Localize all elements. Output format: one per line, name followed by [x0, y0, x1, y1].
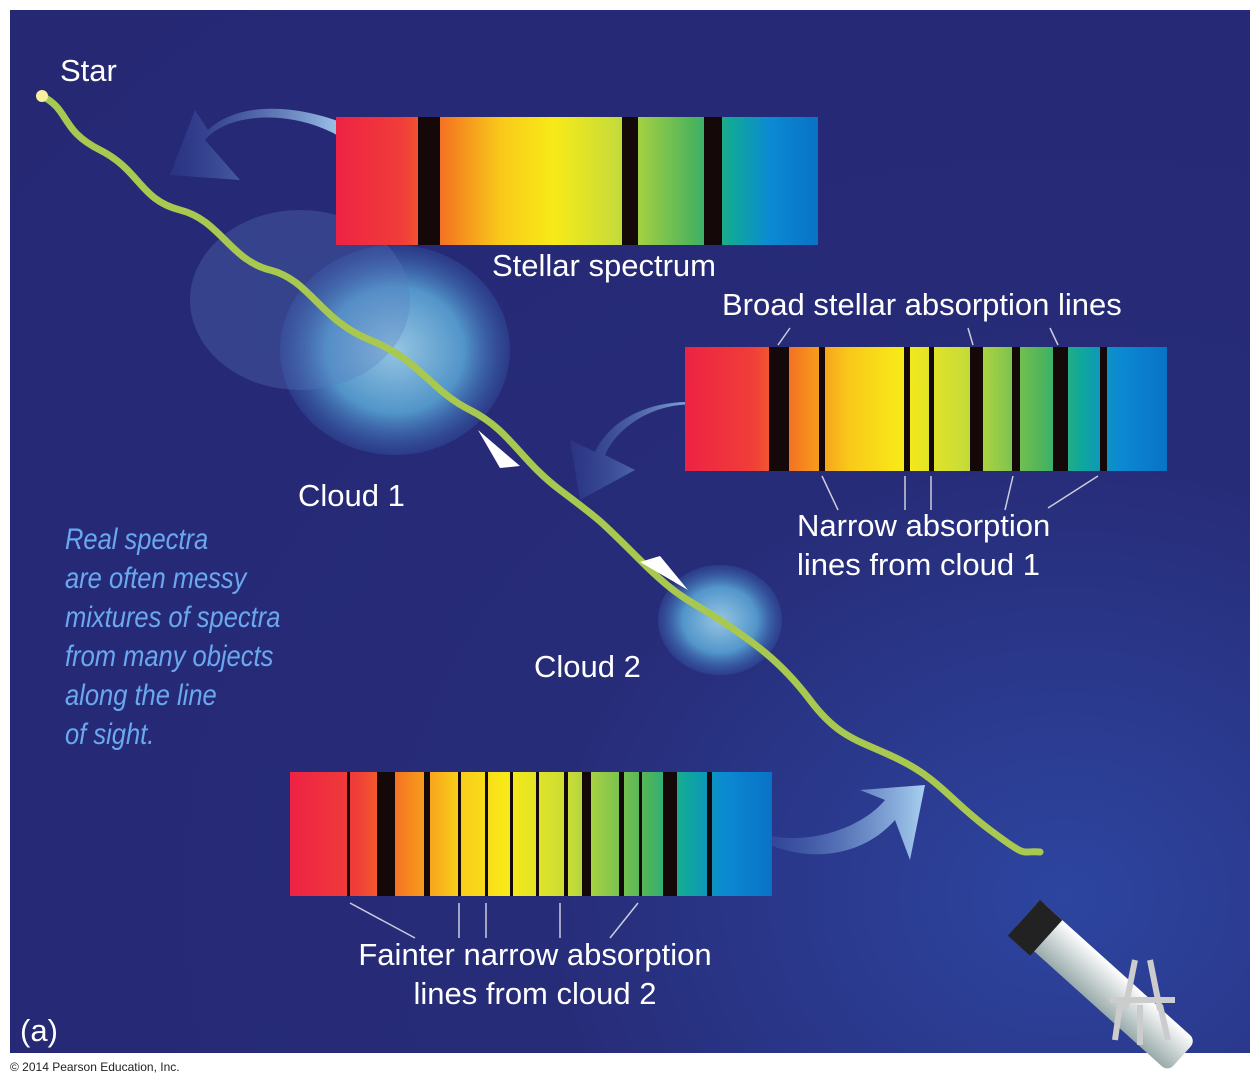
absorption-line [1012, 347, 1020, 471]
absorption-line [819, 347, 825, 471]
absorption-line [424, 772, 430, 896]
spectrum-with-cloud-1 [685, 347, 1167, 471]
panel-label: (a) [20, 1013, 58, 1048]
spectrum-with-cloud-2 [290, 772, 772, 896]
absorption-line [970, 347, 983, 471]
absorption-line [564, 772, 568, 896]
stellar-spectrum [336, 117, 818, 245]
fainter-lines-line2: lines from cloud 2 [413, 975, 657, 1011]
absorption-line [622, 117, 638, 245]
note-line: of sight. [65, 718, 155, 751]
absorption-line [377, 772, 395, 896]
star-icon [36, 90, 48, 102]
absorption-line [485, 772, 488, 896]
curved-arrow-icon [570, 402, 715, 500]
note-line: Real spectra [65, 523, 209, 556]
absorption-line [904, 347, 910, 471]
narrow-lines-line1: Narrow absorption [797, 508, 1051, 543]
curved-arrow-icon [170, 108, 348, 180]
stellar-spectrum-label: Stellar spectrum [492, 248, 716, 283]
curved-arrow-icon [750, 785, 925, 860]
absorption-line [347, 772, 350, 896]
arrow-icon [478, 430, 520, 468]
note-line: are often messy [65, 562, 247, 595]
cloud-1-label: Cloud 1 [298, 478, 405, 513]
note-line: from many objects [65, 640, 274, 673]
light-path [38, 92, 1044, 856]
absorption-line [510, 772, 513, 896]
absorption-line [1100, 347, 1107, 471]
telescope-icon [1007, 899, 1193, 1069]
absorption-line [663, 772, 677, 896]
absorption-line [704, 117, 722, 245]
fainter-lines-line1: Fainter narrow absorption [358, 937, 712, 972]
absorption-line [418, 117, 440, 245]
narrow-lines-line2: lines from cloud 1 [797, 546, 1040, 582]
pointer-lines [349, 327, 1099, 939]
cloud-2-label: Cloud 2 [534, 649, 641, 684]
note-line: along the line [65, 679, 217, 712]
broad-lines-label: Broad stellar absorption lines [722, 287, 1122, 322]
absorption-line [619, 772, 624, 896]
absorption-line [458, 772, 461, 896]
absorption-line [769, 347, 789, 471]
absorption-line [707, 772, 712, 896]
absorption-line [582, 772, 591, 896]
absorption-line [639, 772, 642, 896]
star-label: Star [60, 53, 117, 88]
note-text: Real spectra are often messy mixtures of… [65, 520, 280, 754]
note-line: mixtures of spectra [65, 601, 281, 634]
absorption-line [536, 772, 539, 896]
absorption-line [929, 347, 934, 471]
absorption-line [1053, 347, 1068, 471]
copyright: © 2014 Pearson Education, Inc. [10, 1060, 180, 1074]
arrow-icon [640, 556, 688, 590]
